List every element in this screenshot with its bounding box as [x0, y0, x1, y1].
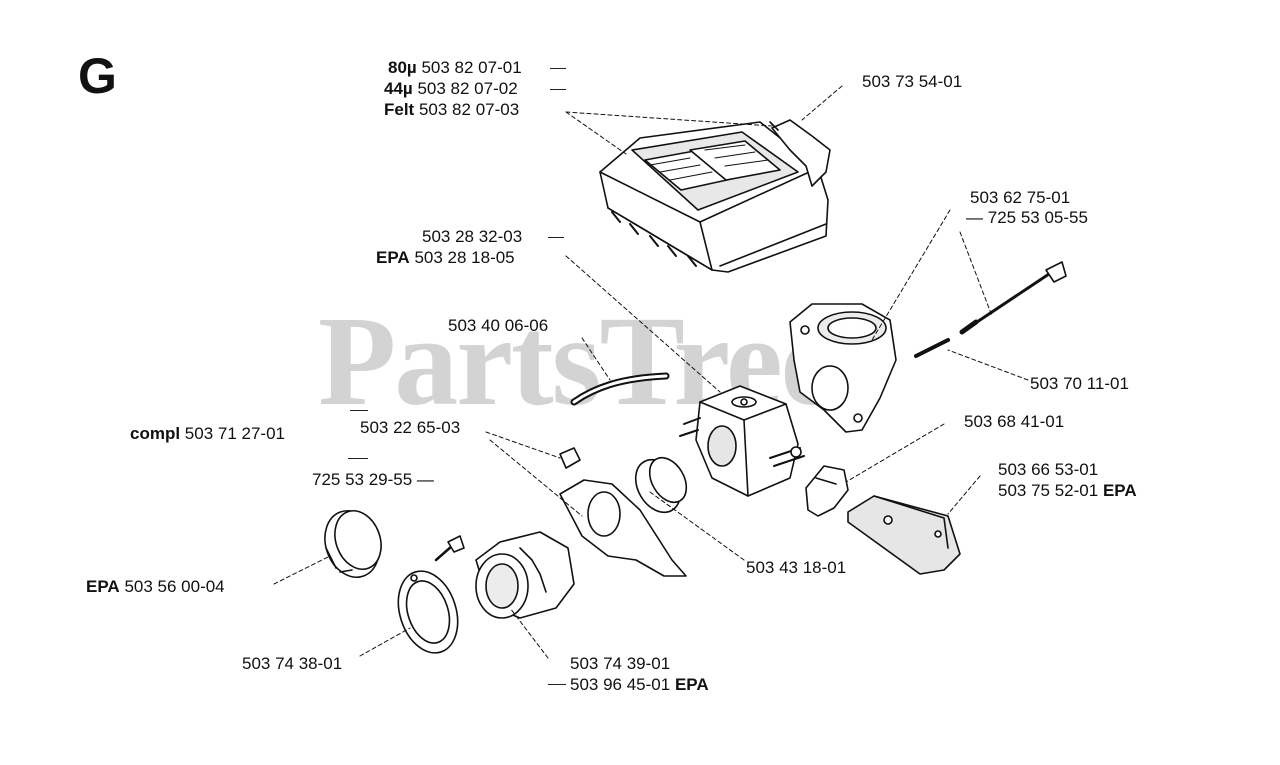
part-number: 503 75 52-01 [998, 481, 1099, 500]
tick-mark [548, 684, 566, 685]
part-label-cover-plate: 503 66 53-01 [998, 460, 1099, 479]
label-prefix: compl [130, 424, 181, 443]
part-label-clamp-epa: EPA 503 56 00-04 [86, 577, 225, 597]
part-label-intake-manifold-epa: 503 96 45-01 EPA [570, 675, 709, 695]
tick-mark [348, 458, 368, 459]
section-letter: G [78, 48, 117, 104]
part-number: 725 53 05-55 [987, 208, 1088, 227]
cover-plate [847, 495, 961, 575]
part-label-carb-screw: — 725 53 05-55 [966, 208, 1088, 227]
small-screw [434, 535, 465, 562]
pin [914, 338, 950, 358]
choke-lever [805, 465, 849, 517]
part-label-compl: compl 503 71 27-01 [130, 424, 285, 444]
label-prefix: EPA [376, 248, 410, 267]
part-number: 503 82 07-03 [418, 100, 520, 119]
part-label-fuel-hose: 503 40 06-06 [448, 316, 549, 335]
filter-clip [769, 119, 831, 187]
tick-mark [548, 237, 564, 238]
flange-arm [559, 479, 687, 577]
part-label-air-filter-felt: Felt 503 82 07-03 [384, 100, 519, 120]
long-screw [959, 261, 1067, 335]
tick-mark [550, 89, 566, 90]
tick-mark [550, 68, 566, 69]
part-label-choke-lever: 503 68 41-01 [964, 412, 1065, 431]
part-label-carburetor: 503 28 32-03 [422, 227, 523, 246]
label-prefix: 44µ [384, 79, 413, 98]
part-number: 503 28 18-05 [414, 248, 515, 267]
part-label-air-filter-80: 80µ 503 82 07-01 [388, 58, 522, 78]
clamp [324, 510, 382, 578]
label-suffix: EPA [674, 675, 709, 694]
label-suffix: EPA [1102, 481, 1137, 500]
label-prefix: 80µ [388, 58, 417, 77]
carburetor [679, 385, 805, 497]
part-label-cover-plate-epa: 503 75 52-01 EPA [998, 481, 1137, 501]
part-number: 503 96 45-01 [570, 675, 671, 694]
part-number: 503 82 07-02 [417, 79, 518, 98]
leader-lines [273, 85, 1029, 659]
part-label-carb-intake: 503 62 75-01 [970, 188, 1071, 207]
fuel-hose [570, 372, 670, 406]
part-label-intake-boot-ring: 503 43 18-01 [746, 558, 847, 577]
part-label-flange: 503 74 38-01 [242, 654, 343, 673]
intake-manifold [475, 531, 575, 619]
part-label-air-filter-44: 44µ 503 82 07-02 [384, 79, 518, 99]
part-label-pin: 503 70 11-01 [1030, 374, 1129, 393]
label-prefix: Felt [384, 100, 415, 119]
label-prefix: EPA [86, 577, 120, 596]
part-label-gasket-small: 503 22 65-03 [360, 418, 461, 437]
part-number: 503 71 27-01 [184, 424, 285, 443]
part-number: 503 56 00-04 [124, 577, 225, 596]
part-label-filter-clip: 503 73 54-01 [862, 72, 963, 91]
air-filter-housing [599, 121, 829, 273]
part-label-intake-manifold: 503 74 39-01 [570, 654, 671, 673]
part-label-carburetor-epa: EPA 503 28 18-05 [376, 248, 515, 268]
tick-mark [350, 410, 368, 411]
small-gasket [559, 447, 581, 469]
part-label-screw-small: 725 53 29-55 — [312, 470, 434, 489]
flange-ring [397, 570, 459, 654]
part-number: 725 53 29-55 [312, 470, 413, 489]
part-number: 503 82 07-01 [421, 58, 522, 77]
carburetor-intake-housing [789, 303, 897, 433]
intake-boot-ring [634, 456, 688, 514]
